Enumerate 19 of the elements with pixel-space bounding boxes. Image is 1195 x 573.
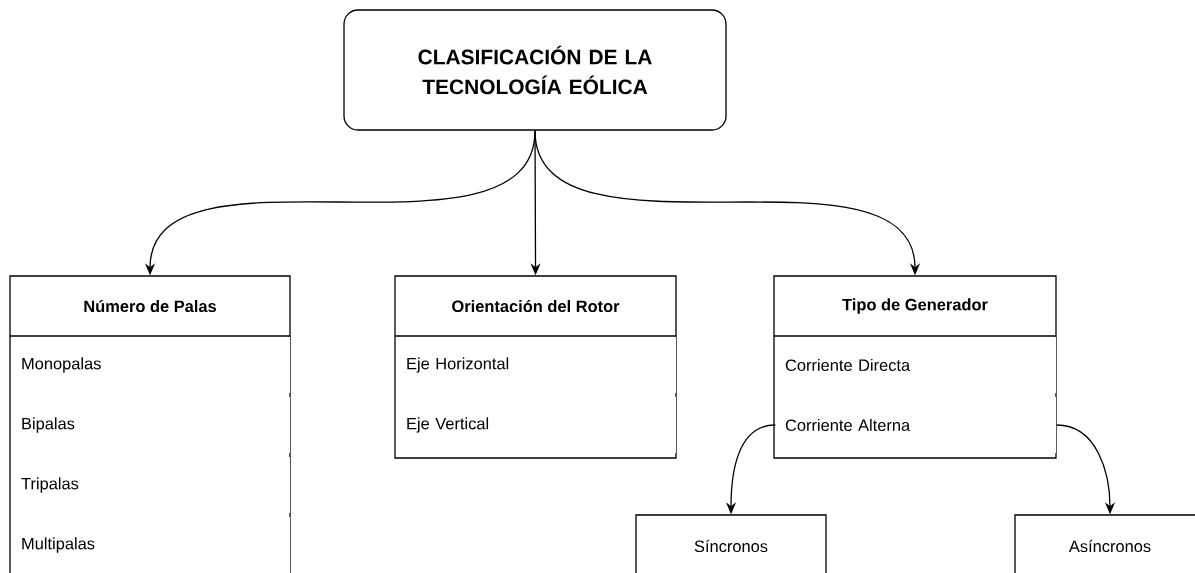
node-label: Tripalas: [21, 477, 79, 493]
node-label: Eje Vertical: [407, 417, 489, 433]
list-item: Monopalas: [12, 337, 290, 393]
node-label: Corriente Directa: [785, 358, 911, 372]
list-item: Eje Horizontal: [397, 337, 676, 393]
list-item: Corriente Directa: [776, 337, 1056, 393]
node-label: Eje Horizontal: [407, 357, 509, 373]
process-box: Asíncronos: [1014, 514, 1195, 573]
list-item: Multipalas: [12, 517, 290, 573]
node-label: Bipalas: [22, 417, 75, 433]
node-label: Monopalas: [22, 357, 101, 373]
list-item: Corriente Alterna: [776, 397, 1056, 453]
title-box: CLASIFICACIÓN DE LA TECNOLOGÍA EÓLICA: [343, 9, 727, 131]
list-item: Tripalas: [12, 457, 290, 513]
list-item: Eje Vertical: [397, 397, 676, 453]
node-label: Corriente Alterna: [785, 418, 911, 432]
list-item: Bipalas: [12, 397, 290, 453]
process-box: Síncronos: [635, 514, 827, 573]
node-label: Multipalas: [22, 537, 95, 553]
